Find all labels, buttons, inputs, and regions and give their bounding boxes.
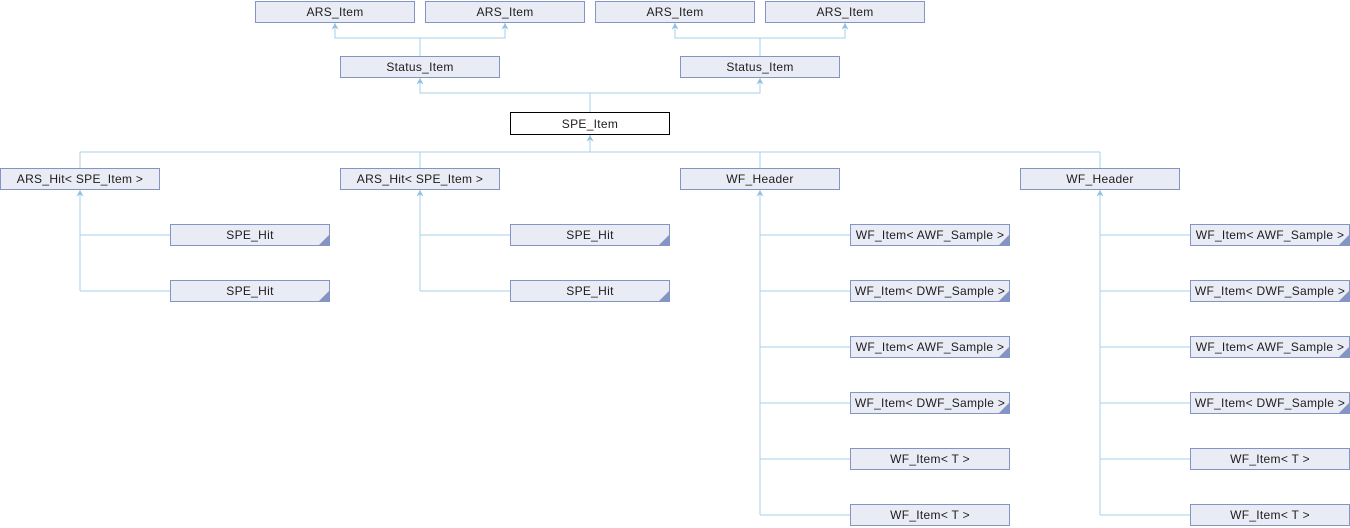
has-subclasses-corner-icon	[999, 403, 1009, 413]
class-node-2[interactable]: ARS_Item	[595, 1, 755, 23]
class-node-4[interactable]: Status_Item	[340, 56, 500, 78]
class-node-3[interactable]: ARS_Item	[765, 1, 925, 23]
has-subclasses-corner-icon	[1339, 347, 1349, 357]
class-node-label: WF_Item< T >	[890, 508, 970, 522]
inheritance-arrow-icon	[586, 135, 594, 142]
class-node-18[interactable]: WF_Item< DWF_Sample >	[850, 392, 1010, 414]
has-subclasses-corner-icon	[319, 291, 329, 301]
class-node-8[interactable]: ARS_Hit< SPE_Item >	[340, 168, 500, 190]
inheritance-arrow-icon	[76, 190, 84, 197]
class-node-label: WF_Item< AWF_Sample >	[1195, 228, 1345, 242]
class-node-label: SPE_Hit	[226, 228, 274, 242]
inheritance-arrow-icon	[331, 23, 339, 30]
class-node-14[interactable]: SPE_Hit	[510, 280, 670, 302]
has-subclasses-corner-icon	[659, 235, 669, 245]
class-node-24[interactable]: WF_Item< DWF_Sample >	[1190, 392, 1350, 414]
class-node-label: WF_Header	[726, 172, 794, 186]
class-node-label: Status_Item	[386, 60, 454, 74]
has-subclasses-corner-icon	[999, 291, 1009, 301]
inheritance-arrow-icon	[756, 190, 764, 197]
inheritance-arrow-icon	[416, 190, 424, 197]
class-node-label: ARS_Item	[646, 5, 704, 19]
class-node-label: WF_Item< DWF_Sample >	[854, 284, 1006, 298]
class-node-label: WF_Item< AWF_Sample >	[855, 340, 1005, 354]
class-node-label: WF_Item< AWF_Sample >	[1195, 340, 1345, 354]
inheritance-arrow-icon	[756, 78, 764, 85]
class-node-label: Status_Item	[726, 60, 794, 74]
class-node-10[interactable]: WF_Header	[1020, 168, 1180, 190]
class-node-16[interactable]: WF_Item< DWF_Sample >	[850, 280, 1010, 302]
class-node-label: WF_Item< DWF_Sample >	[854, 396, 1006, 410]
class-node-label: WF_Item< DWF_Sample >	[1194, 396, 1346, 410]
class-node-9[interactable]: WF_Header	[680, 168, 840, 190]
has-subclasses-corner-icon	[999, 235, 1009, 245]
class-node-12[interactable]: SPE_Hit	[170, 280, 330, 302]
class-node-19[interactable]: WF_Item< T >	[850, 448, 1010, 470]
class-node-label: ARS_Item	[476, 5, 534, 19]
inheritance-arrow-icon	[416, 78, 424, 85]
class-node-label: ARS_Hit< SPE_Item >	[16, 172, 144, 186]
class-node-label: WF_Item< T >	[1230, 508, 1310, 522]
has-subclasses-corner-icon	[999, 347, 1009, 357]
class-node-label: SPE_Item	[561, 116, 619, 131]
has-subclasses-corner-icon	[659, 291, 669, 301]
class-node-11[interactable]: SPE_Hit	[170, 224, 330, 246]
class-node-1[interactable]: ARS_Item	[425, 1, 585, 23]
class-node-5[interactable]: Status_Item	[680, 56, 840, 78]
class-node-label: SPE_Hit	[566, 284, 614, 298]
class-node-label: WF_Item< AWF_Sample >	[855, 228, 1005, 242]
class-node-15[interactable]: WF_Item< AWF_Sample >	[850, 224, 1010, 246]
class-node-21[interactable]: WF_Item< AWF_Sample >	[1190, 224, 1350, 246]
class-node-25[interactable]: WF_Item< T >	[1190, 448, 1350, 470]
class-node-22[interactable]: WF_Item< DWF_Sample >	[1190, 280, 1350, 302]
class-node-7[interactable]: ARS_Hit< SPE_Item >	[0, 168, 160, 190]
class-node-label: SPE_Hit	[566, 228, 614, 242]
class-node-label: ARS_Hit< SPE_Item >	[356, 172, 484, 186]
class-node-13[interactable]: SPE_Hit	[510, 224, 670, 246]
class-node-23[interactable]: WF_Item< AWF_Sample >	[1190, 336, 1350, 358]
has-subclasses-corner-icon	[1339, 235, 1349, 245]
class-node-label: WF_Item< T >	[1230, 452, 1310, 466]
class-node-label: ARS_Item	[816, 5, 874, 19]
class-node-6[interactable]: SPE_Item	[510, 112, 670, 135]
class-node-17[interactable]: WF_Item< AWF_Sample >	[850, 336, 1010, 358]
class-node-label: WF_Item< DWF_Sample >	[1194, 284, 1346, 298]
class-node-26[interactable]: WF_Item< T >	[1190, 504, 1350, 526]
class-node-label: WF_Header	[1066, 172, 1134, 186]
class-node-label: WF_Item< T >	[890, 452, 970, 466]
class-node-20[interactable]: WF_Item< T >	[850, 504, 1010, 526]
class-node-label: SPE_Hit	[226, 284, 274, 298]
inheritance-arrow-icon	[841, 23, 849, 30]
has-subclasses-corner-icon	[1339, 291, 1349, 301]
inheritance-arrow-icon	[501, 23, 509, 30]
inheritance-arrow-icon	[671, 23, 679, 30]
class-node-0[interactable]: ARS_Item	[255, 1, 415, 23]
class-node-label: ARS_Item	[306, 5, 364, 19]
inheritance-arrow-icon	[1096, 190, 1104, 197]
has-subclasses-corner-icon	[1339, 403, 1349, 413]
has-subclasses-corner-icon	[319, 235, 329, 245]
